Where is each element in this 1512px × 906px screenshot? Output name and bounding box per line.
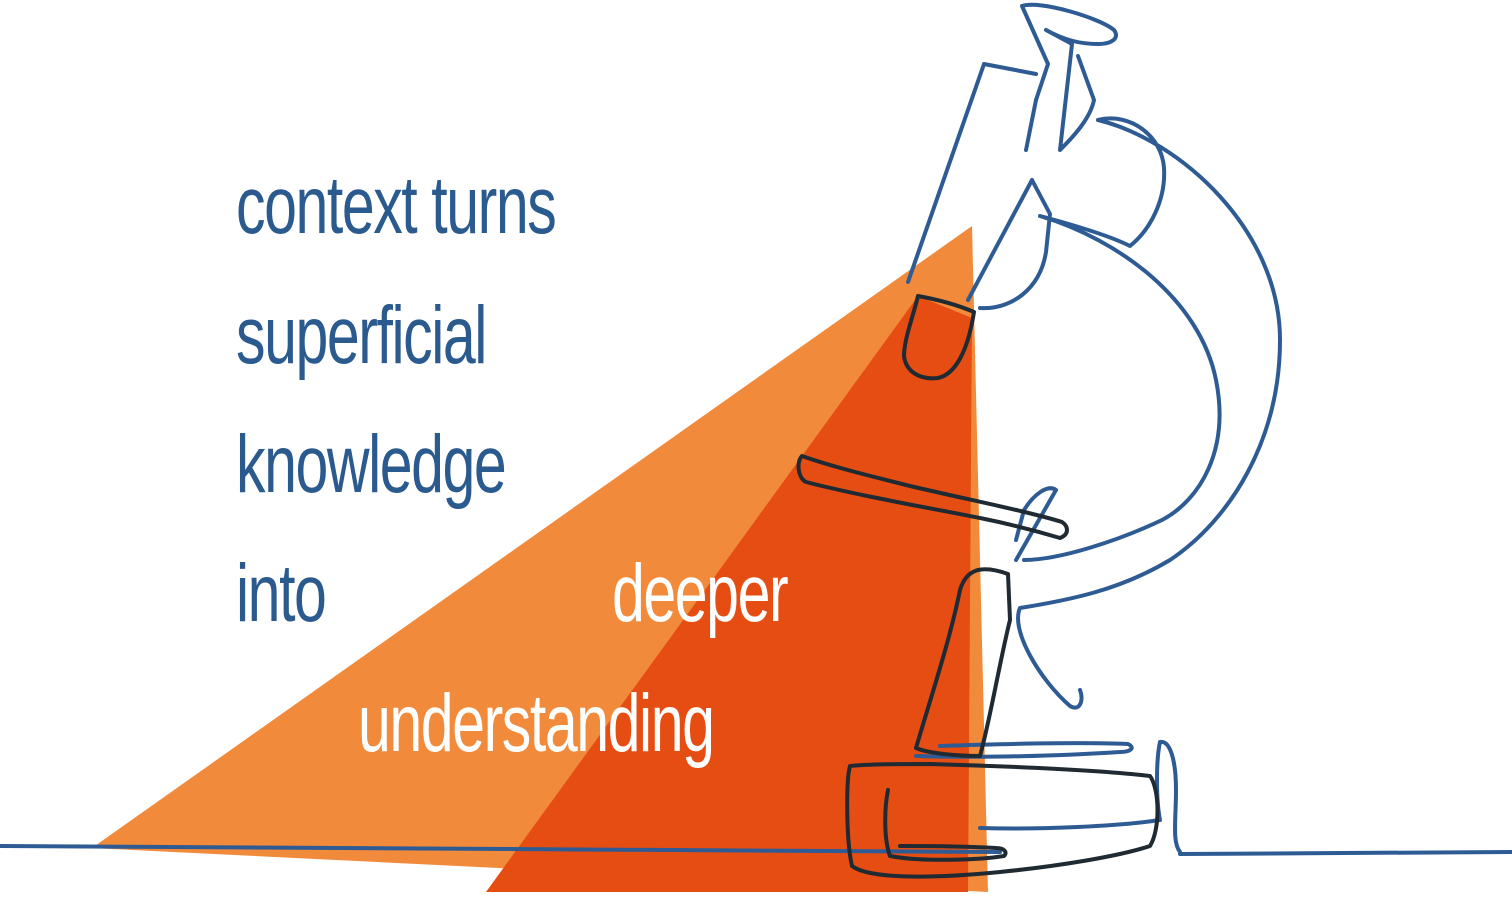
arm <box>1016 116 1282 710</box>
highlight-line-1: deeper <box>612 548 789 639</box>
headline-line-2: superficial <box>236 290 487 381</box>
light-beam-inner <box>486 296 972 892</box>
headline-line-3: knowledge <box>236 419 507 510</box>
objective-lens <box>902 294 976 381</box>
highlight-line-2: understanding <box>358 678 715 769</box>
ground-line <box>0 844 1512 856</box>
headline-line-1: context turns <box>236 160 557 251</box>
stage <box>796 454 1069 540</box>
focus-knob <box>1014 486 1058 562</box>
headline-line-4: into <box>236 548 327 639</box>
base-plate <box>845 762 1160 879</box>
stage-support <box>914 567 1012 758</box>
eyepiece <box>1020 2 1118 152</box>
body-tube <box>906 62 1052 311</box>
base <box>914 739 1182 854</box>
